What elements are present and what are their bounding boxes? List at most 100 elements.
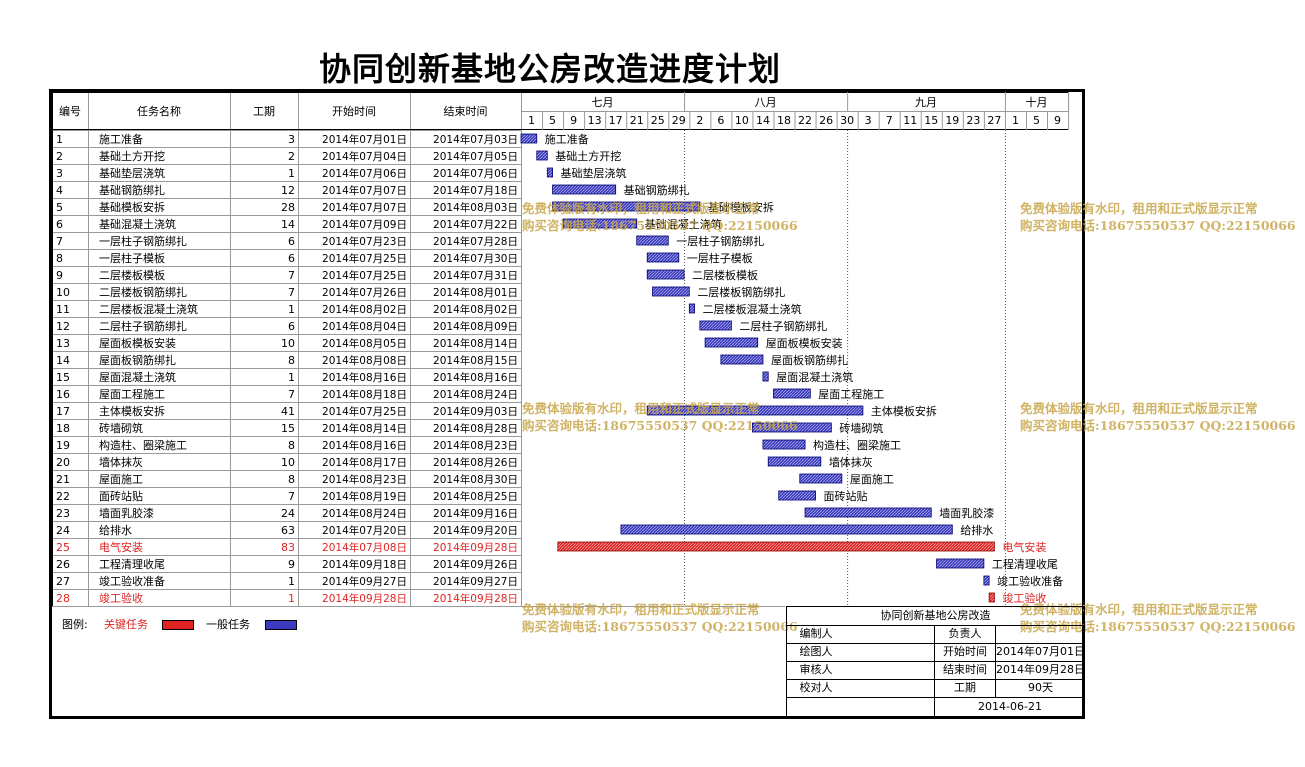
gantt-bar-label: 二层楼板混凝土浇筑	[703, 302, 802, 316]
gantt-bar-label: 二层楼板钢筋绑扎	[697, 285, 785, 299]
gantt-frame	[49, 89, 1085, 719]
gantt-bar-label: 构造柱、圈梁施工	[813, 438, 901, 452]
gantt-bar-label: 基础土方开挖	[555, 149, 621, 163]
gantt-bar	[752, 422, 832, 433]
day-tick-label: 5	[1033, 114, 1040, 127]
task-name: 基础钢筋绑扎	[99, 183, 165, 197]
task-name: 二层柱子钢筋绑扎	[99, 319, 187, 333]
task-name: 基础混凝土浇筑	[99, 217, 176, 231]
duration-label: 工期	[954, 681, 976, 694]
task-end: 2014年07月03日	[433, 133, 518, 146]
day-tick-label: 30	[840, 114, 854, 127]
gantt-bar-label: 工程清理收尾	[992, 557, 1058, 571]
task-start: 2014年08月02日	[322, 303, 407, 316]
task-end: 2014年09月26日	[433, 558, 518, 571]
gantt-bar-label: 基础模板安拆	[708, 200, 774, 214]
task-id: 23	[56, 507, 70, 520]
day-tick-label: 1	[1012, 114, 1019, 127]
task-end: 2014年08月28日	[433, 422, 518, 435]
gantt-bar-label: 基础钢筋绑扎	[624, 183, 690, 197]
task-id: 7	[56, 235, 63, 248]
task-name: 竣工验收	[99, 591, 143, 605]
task-duration: 1	[288, 371, 295, 384]
task-start: 2014年07月08日	[322, 541, 407, 554]
task-id: 4	[56, 184, 63, 197]
task-id: 9	[56, 269, 63, 282]
task-id: 17	[56, 405, 70, 418]
gantt-bar	[799, 473, 843, 484]
task-name: 屋面施工	[99, 473, 143, 486]
task-end: 2014年09月27日	[433, 575, 518, 588]
task-duration: 8	[288, 473, 295, 486]
task-duration: 8	[288, 354, 295, 367]
task-id: 10	[56, 286, 70, 299]
task-end: 2014年07月30日	[433, 252, 518, 265]
gantt-bar	[536, 150, 548, 161]
task-id: 16	[56, 388, 70, 401]
task-end: 2014年07月18日	[433, 184, 518, 197]
task-name: 基础垫层浇筑	[99, 166, 165, 180]
task-id: 6	[56, 218, 63, 231]
day-tick-label: 19	[945, 114, 959, 127]
gantt-bar-label: 屋面工程施工	[818, 388, 884, 401]
day-tick-label: 9	[1054, 114, 1061, 127]
day-tick-label: 3	[865, 114, 872, 127]
task-duration: 7	[288, 269, 295, 282]
month-label-4: 十月	[1025, 95, 1047, 109]
task-name: 砖墙砌筑	[99, 421, 143, 435]
gantt-bar	[778, 490, 816, 501]
day-tick-label: 5	[549, 114, 556, 127]
gantt-bar	[988, 592, 995, 603]
legend-label: 图例:	[62, 618, 88, 631]
gantt-bar	[762, 439, 806, 450]
gantt-bar	[646, 269, 685, 280]
gantt-bar-label: 二层柱子钢筋绑扎	[739, 319, 827, 333]
task-name: 屋面工程施工	[99, 388, 165, 401]
task-start: 2014年07月04日	[322, 150, 407, 163]
gantt-bar	[646, 405, 864, 416]
task-duration: 12	[281, 184, 295, 197]
task-start: 2014年07月06日	[322, 167, 407, 180]
gantt-bar-label: 砖墙砌筑	[839, 421, 883, 435]
task-end: 2014年09月16日	[433, 507, 518, 520]
task-name: 一层柱子钢筋绑扎	[99, 234, 187, 248]
column-header-name: 任务名称	[137, 104, 181, 118]
legend-critical-swatch	[162, 620, 194, 630]
gantt-bar	[546, 167, 553, 178]
task-duration: 7	[288, 388, 295, 401]
task-duration: 7	[288, 286, 295, 299]
gantt-bar	[652, 286, 690, 297]
task-start: 2014年08月08日	[322, 354, 407, 367]
legend-normal-swatch	[265, 620, 297, 630]
task-duration: 15	[281, 422, 295, 435]
task-name: 一层柱子模板	[99, 251, 165, 265]
gantt-bar	[562, 218, 638, 229]
task-end: 2014年07月28日	[433, 235, 518, 248]
task-end: 2014年08月23日	[433, 439, 518, 452]
page-title: 协同创新基地公房改造进度计划	[318, 50, 781, 88]
task-id: 1	[56, 133, 63, 146]
gantt-bar-label: 竣工验收	[1002, 591, 1046, 605]
task-start: 2014年07月09日	[322, 218, 407, 231]
checker-value	[846, 679, 934, 697]
gantt-bar-label: 面砖站贴	[824, 489, 868, 503]
gantt-bar-label: 二层楼板模板	[692, 268, 758, 282]
task-name: 基础土方开挖	[99, 149, 165, 163]
end-value: 2014年09月28日	[996, 663, 1085, 676]
task-duration: 6	[288, 252, 295, 265]
gantt-bar-label: 一层柱子钢筋绑扎	[676, 234, 764, 248]
reviewer-label: 审核人	[799, 663, 833, 676]
task-end: 2014年08月16日	[433, 371, 518, 384]
task-start: 2014年08月19日	[322, 490, 407, 503]
day-tick-label: 17	[609, 114, 623, 127]
